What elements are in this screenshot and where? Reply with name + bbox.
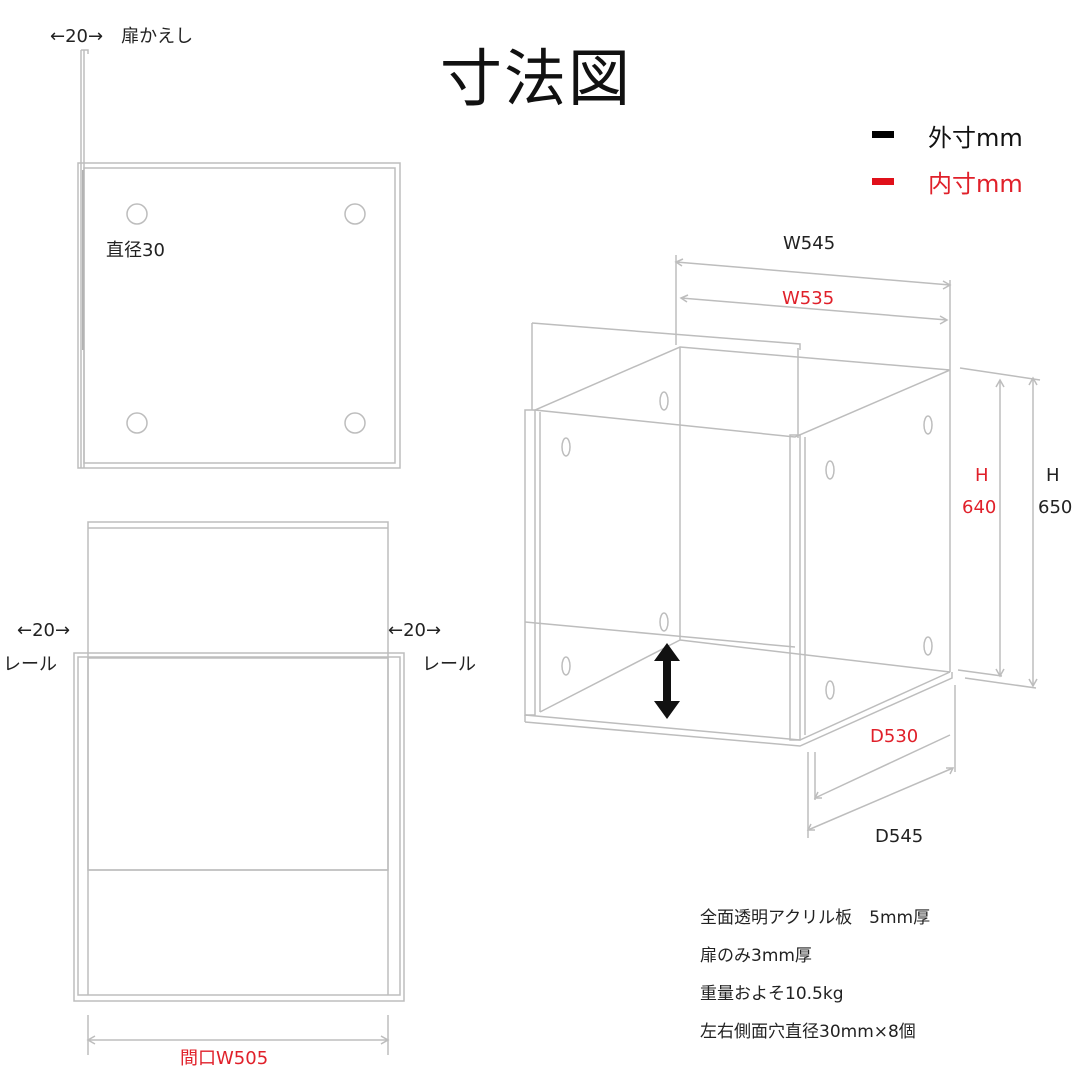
legend-label-inner: 内寸mm	[928, 170, 1023, 198]
legend-label-outer: 外寸mm	[928, 124, 1023, 152]
height-inner-label-h: H	[975, 465, 989, 486]
note-material: 全面透明アクリル板 5mm厚	[700, 908, 931, 928]
height-outer-label-h: H	[1046, 465, 1060, 486]
side-view	[77, 49, 401, 469]
page-title: 寸法図	[440, 42, 633, 115]
front-view	[73, 521, 405, 1055]
depth-outer-label: D545	[875, 826, 924, 847]
rail-left-label: レール	[3, 654, 57, 675]
note-weight: 重量およそ10.5kg	[700, 984, 844, 1004]
legend-swatch-inner	[872, 178, 894, 185]
note-holes: 左右側面穴直径30mm×8個	[700, 1022, 916, 1042]
height-outer-label-v: 650	[1038, 497, 1073, 518]
hole-diameter-label: 直径30	[106, 240, 165, 261]
door-return-label: ←20→ 扉かえし	[50, 26, 194, 47]
height-inner-label-v: 640	[962, 497, 997, 518]
up-down-arrow-icon	[654, 643, 680, 719]
rail-right-dim: ←20→	[388, 620, 442, 641]
iso-view	[524, 255, 1041, 838]
opening-width-label: 間口W505	[180, 1048, 269, 1069]
width-inner-label: W535	[782, 288, 835, 309]
width-outer-label: W545	[783, 233, 836, 254]
rail-left-dim: ←20→	[17, 620, 71, 641]
legend-swatch-outer	[872, 131, 894, 138]
depth-inner-label: D530	[870, 726, 919, 747]
note-door-thickness: 扉のみ3mm厚	[700, 946, 812, 966]
rail-right-label: レール	[422, 654, 476, 675]
